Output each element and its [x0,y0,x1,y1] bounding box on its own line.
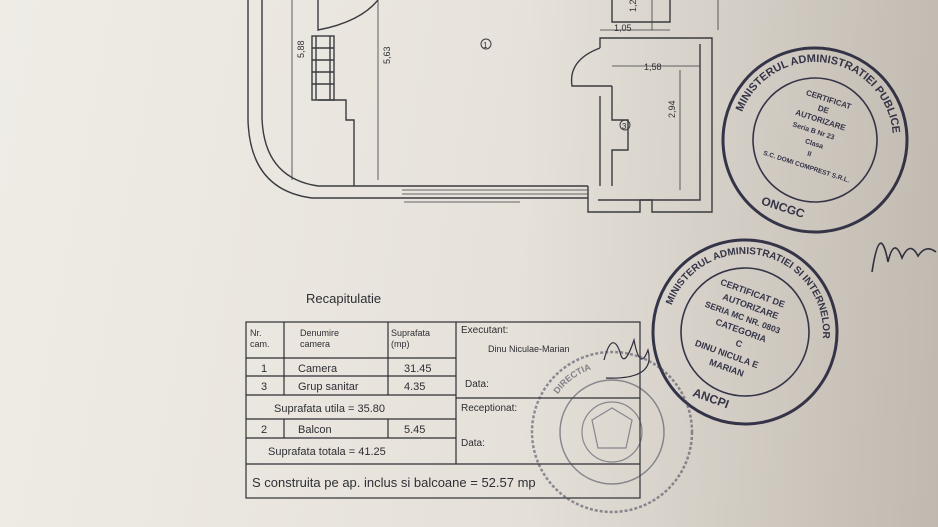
edge-signature [871,242,937,273]
dimension-5-88: 5,88 [296,40,306,58]
dimension-1-05: 1,05 [614,23,632,33]
stamp3-ring-text: DIRECTIA [551,362,592,396]
dimension-1-58: 1,58 [644,62,662,72]
total-area: Suprafata totala = 41.25 [268,446,386,458]
dimension-2-94: 2,94 [667,100,677,118]
column-header-name-line1: Denumire [300,328,339,338]
stamp1-line-2: DE [817,104,831,116]
stamp1-line-5: Clasa [804,138,824,150]
column-header-name-line2: camera [300,339,330,349]
column-header-name: Denumire camera [300,328,342,349]
curved-wall-outer [247,0,402,199]
room-marker-1: 1 [483,41,488,50]
balcony-arc [317,0,379,31]
room-marker-1-circle [480,38,492,50]
bathroom-door-arc [570,47,612,87]
stamp-ancpi: MINISTERUL ADMINISTRATIEI SI INTERNELOR … [651,222,853,426]
column-header-area: Suprafata (mp) [391,328,433,349]
column-header-nr-line2: cam. [250,339,270,349]
summary-title: Recapitulatie [306,291,381,306]
row-3-area: 5.45 [404,424,425,436]
row-2-area: 4.35 [404,381,425,393]
column-header-area-line2: (mp) [391,339,410,349]
room-marker-3-circle [619,119,631,131]
handwritten-signature [603,337,650,379]
svg-text:DIRECTIA: DIRECTIA [551,362,592,396]
row-3-nr: 2 [261,424,267,436]
row-2-name: Grup sanitar [298,381,359,393]
column-header-nr: Nr. cam. [250,328,270,349]
stamp-round-faded: DIRECTIA [530,350,694,514]
pillar [318,99,355,186]
receptionat-label: Receptionat: [461,403,517,414]
dimension-5-63: 5,63 [382,46,392,64]
stamp2-line-5: C [734,338,744,350]
useful-area: Suprafata utila = 35.80 [274,403,385,415]
row-1-area: 31.45 [404,363,432,375]
dimension-1-2: 1,2 [628,0,638,12]
executant-name: Dinu Niculae-Marian [488,344,570,354]
data-label-1: Data: [465,379,489,390]
room-marker-3: 3 [622,122,627,131]
row-1-name: Camera [298,363,338,375]
summary-table-grid [245,321,641,499]
built-area: S construita pe ap. inclus si balcoane =… [252,475,536,490]
column-header-nr-line1: Nr. [250,328,262,338]
stamp2-bottom-text: ANCPI [691,385,731,411]
row-1-nr: 1 [261,363,267,375]
data-label-2: Data: [461,438,485,449]
row-3-name: Balcon [298,424,332,436]
column-header-area-line1: Suprafata [391,328,430,338]
bathroom-wall [587,37,713,213]
stamp1-line-6: II [806,150,812,158]
stamp3-emblem [591,407,633,449]
curved-wall-inner [261,0,402,187]
executant-label: Executant: [461,325,508,336]
row-2-nr: 3 [261,381,267,393]
stamp-oncgc: MINISTERUL ADMINISTRATIEI PUBLICE ONCGC … [721,30,918,234]
